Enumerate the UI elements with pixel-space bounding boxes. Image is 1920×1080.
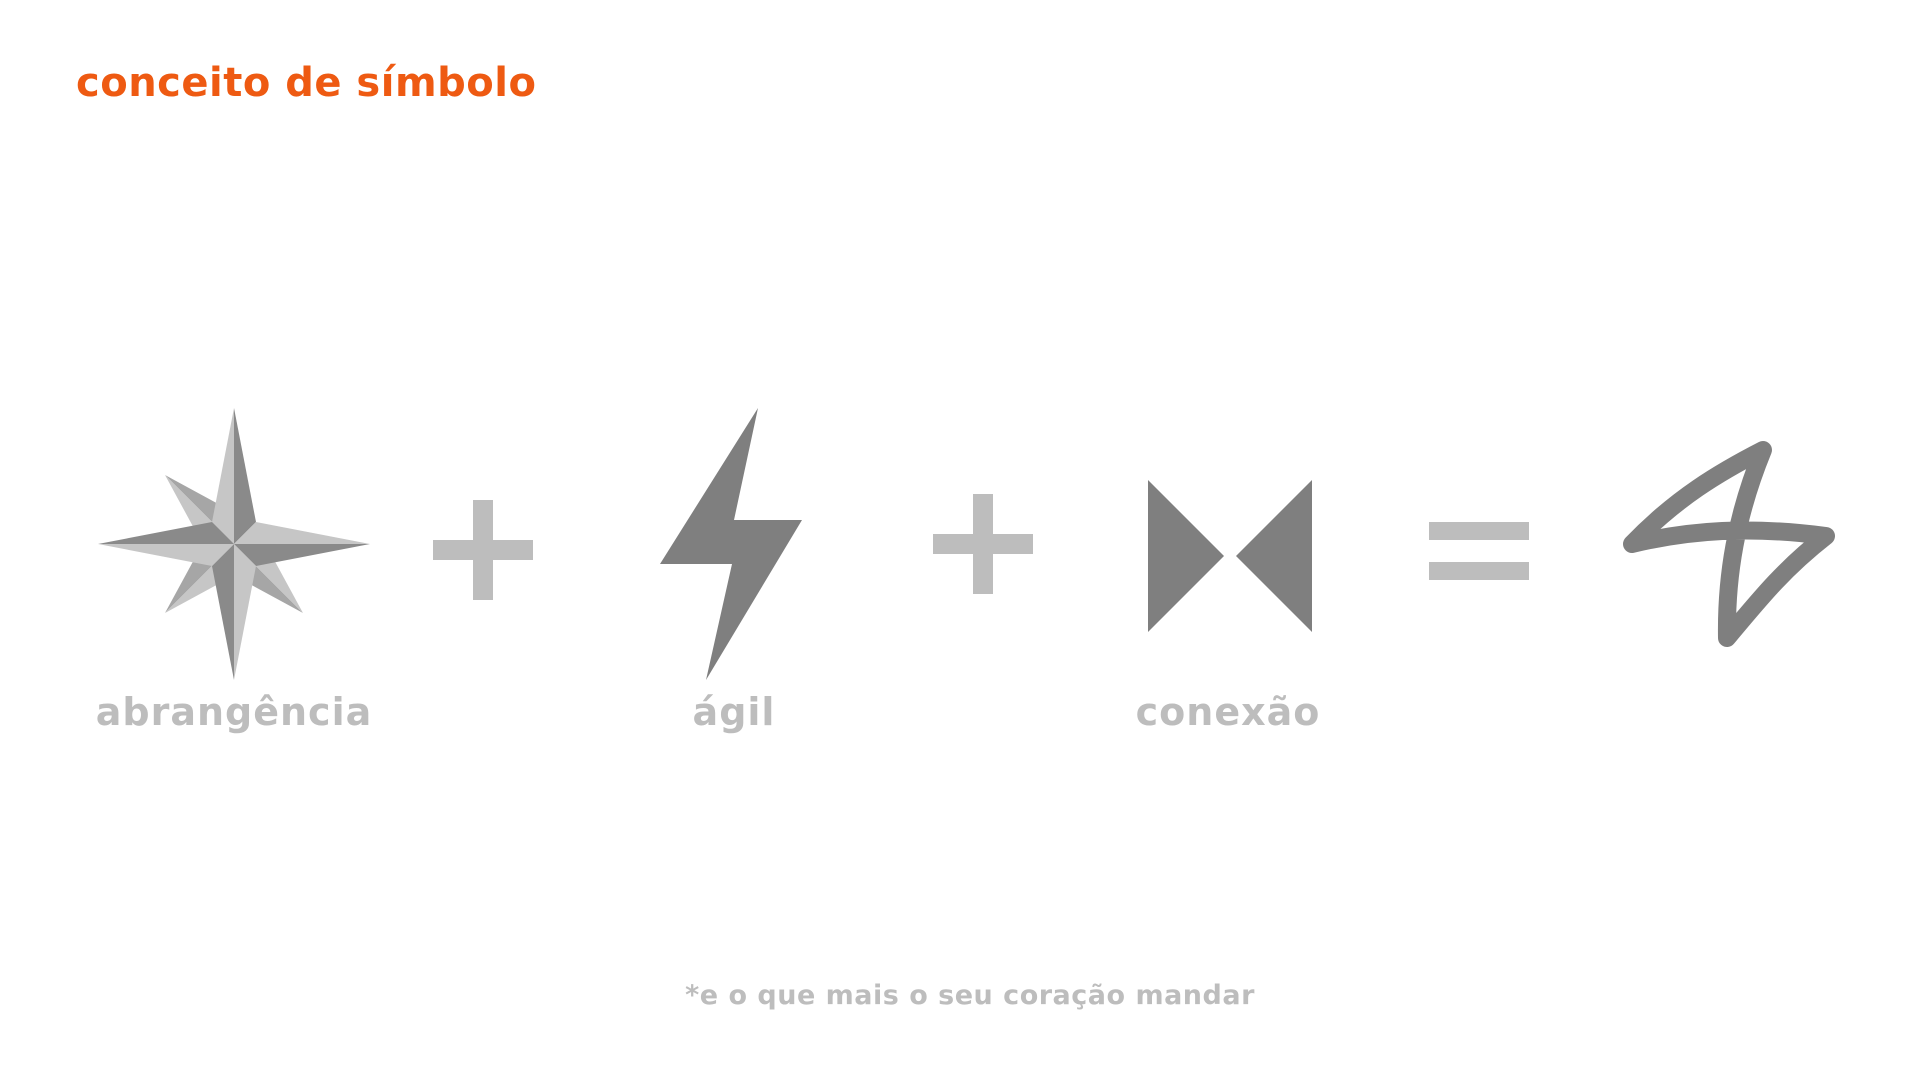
- lightning-bolt-icon: [660, 408, 802, 680]
- brand-symbol-icon: [1623, 441, 1835, 647]
- concept-label-abrangencia: abrangência: [95, 690, 373, 734]
- compass-rose-icon: [98, 408, 370, 680]
- page-title: conceito de símbolo: [76, 60, 537, 106]
- concept-label-agil: ágil: [692, 690, 776, 734]
- plus-icon: [933, 494, 1033, 594]
- footnote: *e o que mais o seu coração mandar: [685, 980, 1255, 1011]
- concept-label-conexao: conexão: [1135, 690, 1321, 734]
- bowtie-icon: [1148, 480, 1312, 632]
- plus-icon: [433, 500, 533, 600]
- equals-icon: [1429, 522, 1529, 580]
